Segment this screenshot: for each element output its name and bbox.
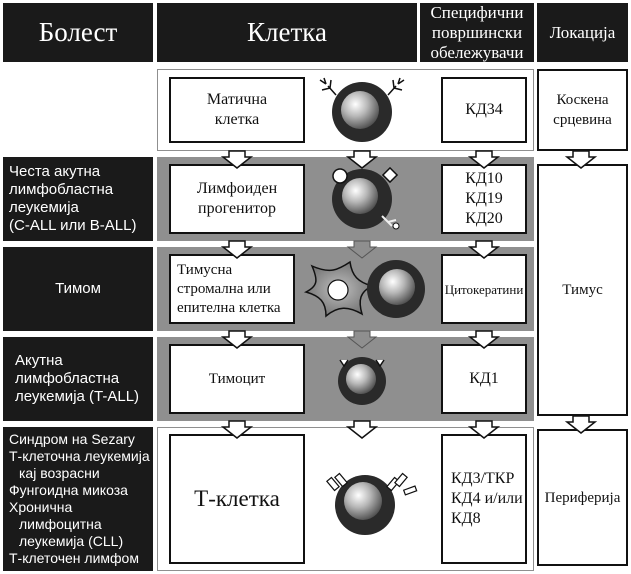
epithelial-cell-icon: [303, 260, 375, 318]
disease-thymoma: Тимом: [3, 247, 153, 331]
arrow-down-icon: [467, 150, 501, 169]
arrow-down-icon: [345, 150, 379, 169]
disease-t-cell: Синдром на Sezary Т-клеточна леукемија к…: [3, 427, 153, 571]
arrow-down-icon: [467, 420, 501, 439]
arrow-down-icon: [220, 420, 254, 439]
header-location: Локација: [537, 3, 628, 62]
disease-t-all: Акутна лимфобластна леукемија (T-ALL): [3, 337, 153, 421]
arrow-down-icon: [346, 240, 378, 259]
arrow-down-icon: [467, 330, 501, 349]
t-cell-icon: [325, 472, 418, 535]
arrow-down-icon: [564, 415, 598, 434]
stem-cell-icon: [319, 77, 405, 142]
arrow-down-icon: [346, 330, 378, 349]
cell-name-tcell: Т-клетка: [169, 434, 305, 564]
lymphoid-progenitor-icon: [332, 166, 400, 230]
cell-name-epithelial: Тимусна стромална или епителна клетка: [169, 254, 295, 324]
header-cell: Клетка: [157, 3, 417, 62]
location-periphery: Периферија: [537, 429, 628, 566]
markers-stem: КД34: [441, 77, 527, 143]
arrow-down-icon: [345, 420, 379, 439]
arrow-down-icon: [220, 150, 254, 169]
cell-name-stem: Матична клетка: [169, 77, 305, 143]
location-thymus: Тимус: [537, 164, 628, 416]
thymocyte-cell-icon: [367, 260, 425, 318]
arrow-down-icon: [467, 240, 501, 259]
location-bone-marrow: Коскена срцевина: [537, 69, 628, 151]
disease-c-all: Честа акутна лимфобластна леукемија (C-A…: [3, 157, 153, 241]
arrow-down-icon: [220, 330, 254, 349]
thymocyte-icon: [338, 357, 386, 405]
arrow-down-icon: [220, 240, 254, 259]
header-markers: Специфични површински обележувачи: [420, 3, 534, 62]
markers-progenitor: КД10 КД19 КД20: [441, 164, 527, 234]
markers-tcell: КД3/ТКР КД4 и/или КД8: [441, 434, 527, 564]
arrow-down-icon: [564, 150, 598, 169]
header-disease: Болест: [3, 3, 153, 62]
